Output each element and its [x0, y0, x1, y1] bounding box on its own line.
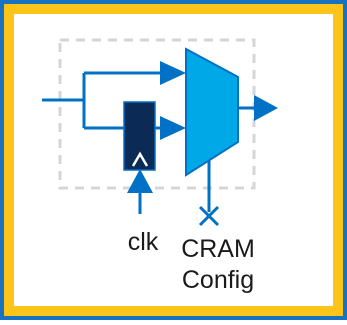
config-label-line1: CRAM [181, 235, 255, 263]
output-signal [238, 95, 278, 121]
multiplexer-icon [185, 47, 239, 177]
flip-flop-icon [123, 101, 156, 171]
output-arrowhead-icon [254, 95, 278, 121]
config-label-line2: Config [182, 266, 254, 294]
clock-label: clk [128, 228, 159, 256]
arrowhead-top-icon [160, 61, 186, 85]
x-terminal-icon [198, 205, 220, 227]
frame-background [14, 14, 333, 306]
input-signal [42, 71, 162, 130]
arrowhead-bottom-icon [160, 116, 186, 140]
clock-input [127, 169, 153, 214]
clock-arrowhead-icon [127, 169, 153, 193]
dashed-group-box [58, 38, 256, 190]
